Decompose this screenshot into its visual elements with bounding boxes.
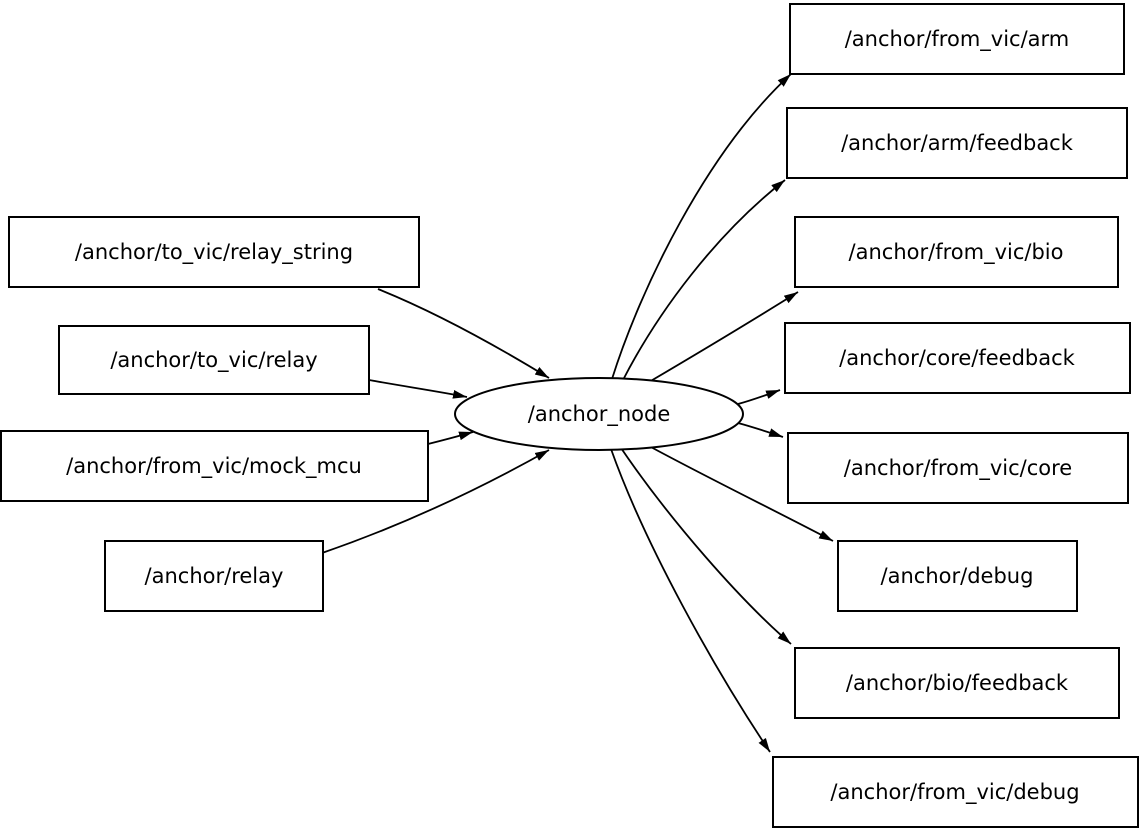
topic-label: /anchor/to_vic/relay_string	[75, 240, 353, 265]
topic-label: /anchor/arm/feedback	[841, 131, 1074, 155]
topic-box	[787, 432, 1129, 504]
edge-anchor-node-to-from-vic-arm	[611, 73, 792, 380]
edge-from-vic-mock-mcu-to-anchor-node	[427, 431, 474, 445]
topic-anchor-from-vic-bio: /anchor/from_vic/bio	[794, 216, 1119, 288]
edge-to-vic-relay-string-to-anchor-node	[377, 288, 550, 379]
node-ellipse	[454, 377, 744, 451]
topic-box	[786, 107, 1128, 179]
topic-anchor-from-vic-debug: /anchor/from_vic/debug	[772, 756, 1139, 828]
edge-group-inputs	[321, 288, 550, 554]
topic-label: /anchor/from_vic/debug	[830, 780, 1079, 805]
edge-anchor-node-to-from-vic-debug	[610, 448, 771, 753]
topic-anchor-from-vic-arm: /anchor/from_vic/arm	[789, 3, 1125, 75]
edge-anchor-relay-to-anchor-node	[321, 449, 550, 554]
topic-box	[104, 540, 324, 612]
topic-box	[8, 216, 420, 288]
output-topic-nodes: /anchor/from_vic/arm /anchor/arm/feedbac…	[772, 3, 1139, 828]
edge-anchor-node-to-anchor-debug	[648, 445, 834, 542]
topic-label: /anchor/core/feedback	[839, 346, 1076, 370]
edge-anchor-node-to-core-feedback	[737, 389, 781, 405]
topic-label: /anchor/relay	[145, 564, 284, 588]
topic-label: /anchor/to_vic/relay	[110, 348, 317, 373]
node-anchor-node-label: /anchor_node	[528, 402, 671, 427]
topic-anchor-relay: /anchor/relay	[104, 540, 324, 612]
topic-box	[794, 216, 1119, 288]
topic-box	[784, 322, 1131, 394]
topic-anchor-to-vic-relay: /anchor/to_vic/relay	[58, 325, 370, 395]
topic-label: /anchor/debug	[881, 564, 1034, 588]
topic-anchor-core-feedback: /anchor/core/feedback	[784, 322, 1131, 394]
topic-box	[0, 430, 429, 502]
topic-label: /anchor/bio/feedback	[846, 671, 1069, 695]
edge-anchor-node-to-from-vic-core	[737, 422, 784, 438]
topic-anchor-bio-feedback: /anchor/bio/feedback	[794, 647, 1120, 719]
input-topic-nodes: /anchor/to_vic/relay_string /anchor/to_v…	[0, 216, 429, 612]
topic-anchor-arm-feedback: /anchor/arm/feedback	[786, 107, 1128, 179]
topic-anchor-from-vic-core: /anchor/from_vic/core	[787, 432, 1129, 504]
edge-group-outputs	[610, 73, 834, 753]
topic-label: /anchor/from_vic/core	[844, 456, 1072, 481]
topic-label: /anchor/from_vic/bio	[849, 240, 1064, 265]
topic-anchor-from-vic-mock-mcu: /anchor/from_vic/mock_mcu	[0, 430, 429, 502]
topic-box	[794, 647, 1120, 719]
edge-to-vic-relay-to-anchor-node	[368, 379, 468, 399]
node-anchor-node: /anchor_node	[454, 377, 744, 451]
topic-anchor-debug: /anchor/debug	[837, 540, 1078, 612]
topic-box	[837, 540, 1078, 612]
edge-anchor-node-to-arm-feedback	[622, 179, 786, 381]
topic-label: /anchor/from_vic/mock_mcu	[66, 454, 362, 479]
topic-box	[772, 756, 1139, 828]
topic-box	[789, 3, 1125, 75]
topic-label: /anchor/from_vic/arm	[845, 27, 1070, 52]
edge-anchor-node-to-bio-feedback	[620, 447, 792, 645]
edge-anchor-node-to-from-vic-bio	[648, 291, 799, 383]
topic-anchor-to-vic-relay-string: /anchor/to_vic/relay_string	[8, 216, 420, 288]
topic-box	[58, 325, 370, 395]
